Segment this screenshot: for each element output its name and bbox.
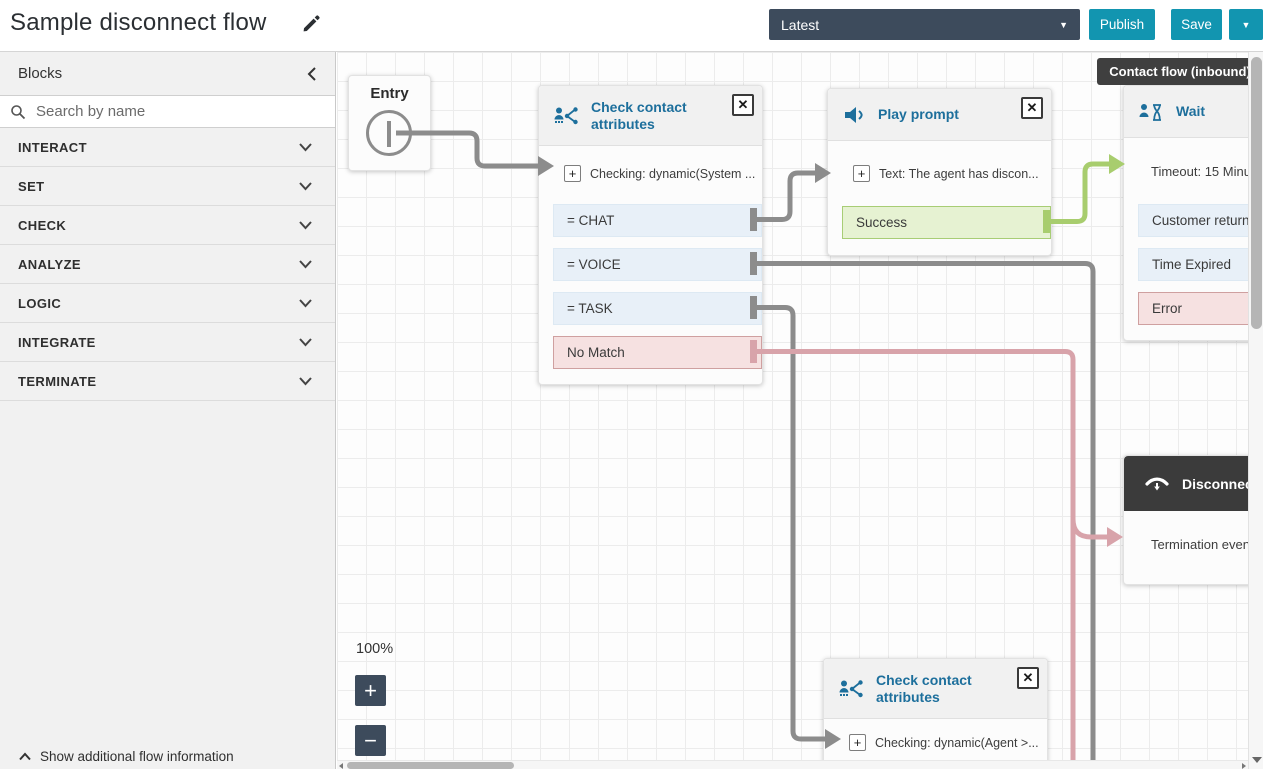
branch-no-match[interactable]: No Match xyxy=(553,336,762,369)
parameter-text: Termination event xyxy=(1151,537,1254,552)
flow-type-badge: Contact flow (inbound) xyxy=(1097,58,1263,85)
chevron-down-icon: ▼ xyxy=(1059,19,1068,30)
branch-task[interactable]: = TASK xyxy=(553,292,762,325)
edit-title-icon[interactable] xyxy=(300,13,322,35)
vertical-scrollbar[interactable] xyxy=(1248,52,1263,769)
blocks-sidebar: Blocks INTERACT SET CHECK ANALYZE xyxy=(0,52,336,769)
block-header: Play prompt ✕ xyxy=(828,89,1051,141)
block-header: Wait xyxy=(1124,86,1263,138)
block-play-prompt[interactable]: Play prompt ✕ + Text: The agent has disc… xyxy=(827,88,1052,256)
close-block-button[interactable]: ✕ xyxy=(732,94,754,116)
close-block-button[interactable]: ✕ xyxy=(1017,667,1039,689)
parameter-text: Text: The agent has discon... xyxy=(879,166,1039,181)
block-parameter-row: + Checking: dynamic(Agent >... xyxy=(824,734,1047,751)
block-header: Disconnect xyxy=(1124,456,1263,511)
zoom-level: 100% xyxy=(356,641,394,657)
category-label: SET xyxy=(18,178,45,194)
block-title: Wait xyxy=(1176,103,1206,119)
speaker-icon xyxy=(845,106,863,123)
block-check-contact-attributes-2[interactable]: Check contact attributes ✕ + Checking: d… xyxy=(823,658,1048,769)
block-title: Disconnect xyxy=(1182,475,1258,492)
block-title: Check contact attributes xyxy=(876,671,972,705)
block-check-contact-attributes-1[interactable]: Check contact attributes ✕ + Checking: d… xyxy=(538,85,763,385)
scroll-left-arrow[interactable] xyxy=(339,763,343,769)
category-label: ANALYZE xyxy=(18,256,81,272)
check-contact-attributes-icon xyxy=(554,106,578,124)
chevron-down-icon xyxy=(299,221,312,230)
close-block-button[interactable]: ✕ xyxy=(1021,97,1043,119)
chevron-down-icon xyxy=(299,338,312,347)
category-label: INTEGRATE xyxy=(18,334,96,350)
blocks-panel-title: Blocks xyxy=(18,65,63,82)
blocks-panel-header: Blocks xyxy=(0,52,335,95)
sidebar-category-interact[interactable]: INTERACT xyxy=(0,128,335,167)
zoom-in-button[interactable]: + xyxy=(355,675,386,706)
collapse-panel-icon[interactable] xyxy=(306,66,317,82)
sidebar-category-check[interactable]: CHECK xyxy=(0,206,335,245)
block-header: Check contact attributes ✕ xyxy=(824,659,1047,719)
version-selector[interactable]: Latest ▼ xyxy=(769,9,1080,40)
show-flow-info-link[interactable]: Show additional flow information xyxy=(18,749,234,764)
entry-port-bar xyxy=(387,121,391,147)
branch-chat[interactable]: = CHAT xyxy=(553,204,762,237)
top-header: Sample disconnect flow Latest ▼ Publish … xyxy=(0,0,1263,52)
disconnect-phone-icon xyxy=(1145,477,1169,490)
category-label: CHECK xyxy=(18,217,67,233)
search-icon xyxy=(11,104,26,119)
vertical-scrollbar-thumb[interactable] xyxy=(1251,57,1262,329)
horizontal-scrollbar[interactable] xyxy=(337,760,1248,769)
branch-time-expired[interactable]: Time Expired xyxy=(1138,248,1263,281)
chevron-down-icon xyxy=(299,182,312,191)
expand-parameter-button[interactable]: + xyxy=(564,165,581,182)
parameter-text: Timeout: 15 Minutes xyxy=(1151,164,1263,179)
expand-parameter-button[interactable]: + xyxy=(849,734,866,751)
chevron-up-icon xyxy=(19,752,31,761)
category-label: INTERACT xyxy=(18,139,87,155)
branch-success[interactable]: Success xyxy=(842,206,1051,239)
block-title: Entry xyxy=(370,85,409,102)
block-parameter-row: + Text: The agent has discon... xyxy=(828,165,1051,182)
block-parameter-row: Termination event xyxy=(1124,537,1263,552)
wait-icon xyxy=(1139,103,1161,121)
chevron-down-icon xyxy=(299,143,312,152)
page-title: Sample disconnect flow xyxy=(10,9,267,36)
zoom-out-button[interactable]: − xyxy=(355,725,386,756)
sidebar-category-set[interactable]: SET xyxy=(0,167,335,206)
chevron-down-icon xyxy=(299,299,312,308)
category-label: TERMINATE xyxy=(18,373,97,389)
parameter-text: Checking: dynamic(System ... xyxy=(590,166,756,181)
branch-voice[interactable]: = VOICE xyxy=(553,248,762,281)
block-title: Check contact attributes xyxy=(591,98,687,132)
branch-error[interactable]: Error xyxy=(1138,292,1263,325)
sidebar-category-analyze[interactable]: ANALYZE xyxy=(0,245,335,284)
category-label: LOGIC xyxy=(18,295,62,311)
check-contact-attributes-icon xyxy=(839,679,863,697)
save-menu-button[interactable]: ▼ xyxy=(1229,9,1263,40)
block-parameter-row: + Checking: dynamic(System ... xyxy=(539,165,762,182)
version-selector-value: Latest xyxy=(781,16,820,33)
scroll-down-arrow[interactable] xyxy=(1252,757,1262,763)
sidebar-category-terminate[interactable]: TERMINATE xyxy=(0,362,335,401)
chevron-down-icon xyxy=(299,260,312,269)
block-parameter-row: Timeout: 15 Minutes xyxy=(1124,164,1263,179)
chevron-down-icon xyxy=(299,377,312,386)
block-header: Check contact attributes ✕ xyxy=(539,86,762,146)
expand-parameter-button[interactable]: + xyxy=(853,165,870,182)
sidebar-category-logic[interactable]: LOGIC xyxy=(0,284,335,323)
block-search xyxy=(0,95,335,128)
search-input[interactable] xyxy=(36,103,296,120)
publish-button[interactable]: Publish xyxy=(1089,9,1155,40)
scroll-right-arrow[interactable] xyxy=(1242,763,1246,769)
block-entry[interactable]: Entry xyxy=(348,75,431,171)
block-disconnect[interactable]: Disconnect Termination event xyxy=(1123,455,1263,585)
block-title: Play prompt xyxy=(878,106,959,122)
sidebar-category-integrate[interactable]: INTEGRATE xyxy=(0,323,335,362)
branch-customer-returned[interactable]: Customer returned xyxy=(1138,204,1263,237)
horizontal-scrollbar-thumb[interactable] xyxy=(347,762,514,769)
block-wait[interactable]: Wait Timeout: 15 Minutes Customer return… xyxy=(1123,85,1263,341)
show-flow-info-label: Show additional flow information xyxy=(40,749,234,764)
save-button[interactable]: Save xyxy=(1171,9,1222,40)
parameter-text: Checking: dynamic(Agent >... xyxy=(875,735,1039,750)
